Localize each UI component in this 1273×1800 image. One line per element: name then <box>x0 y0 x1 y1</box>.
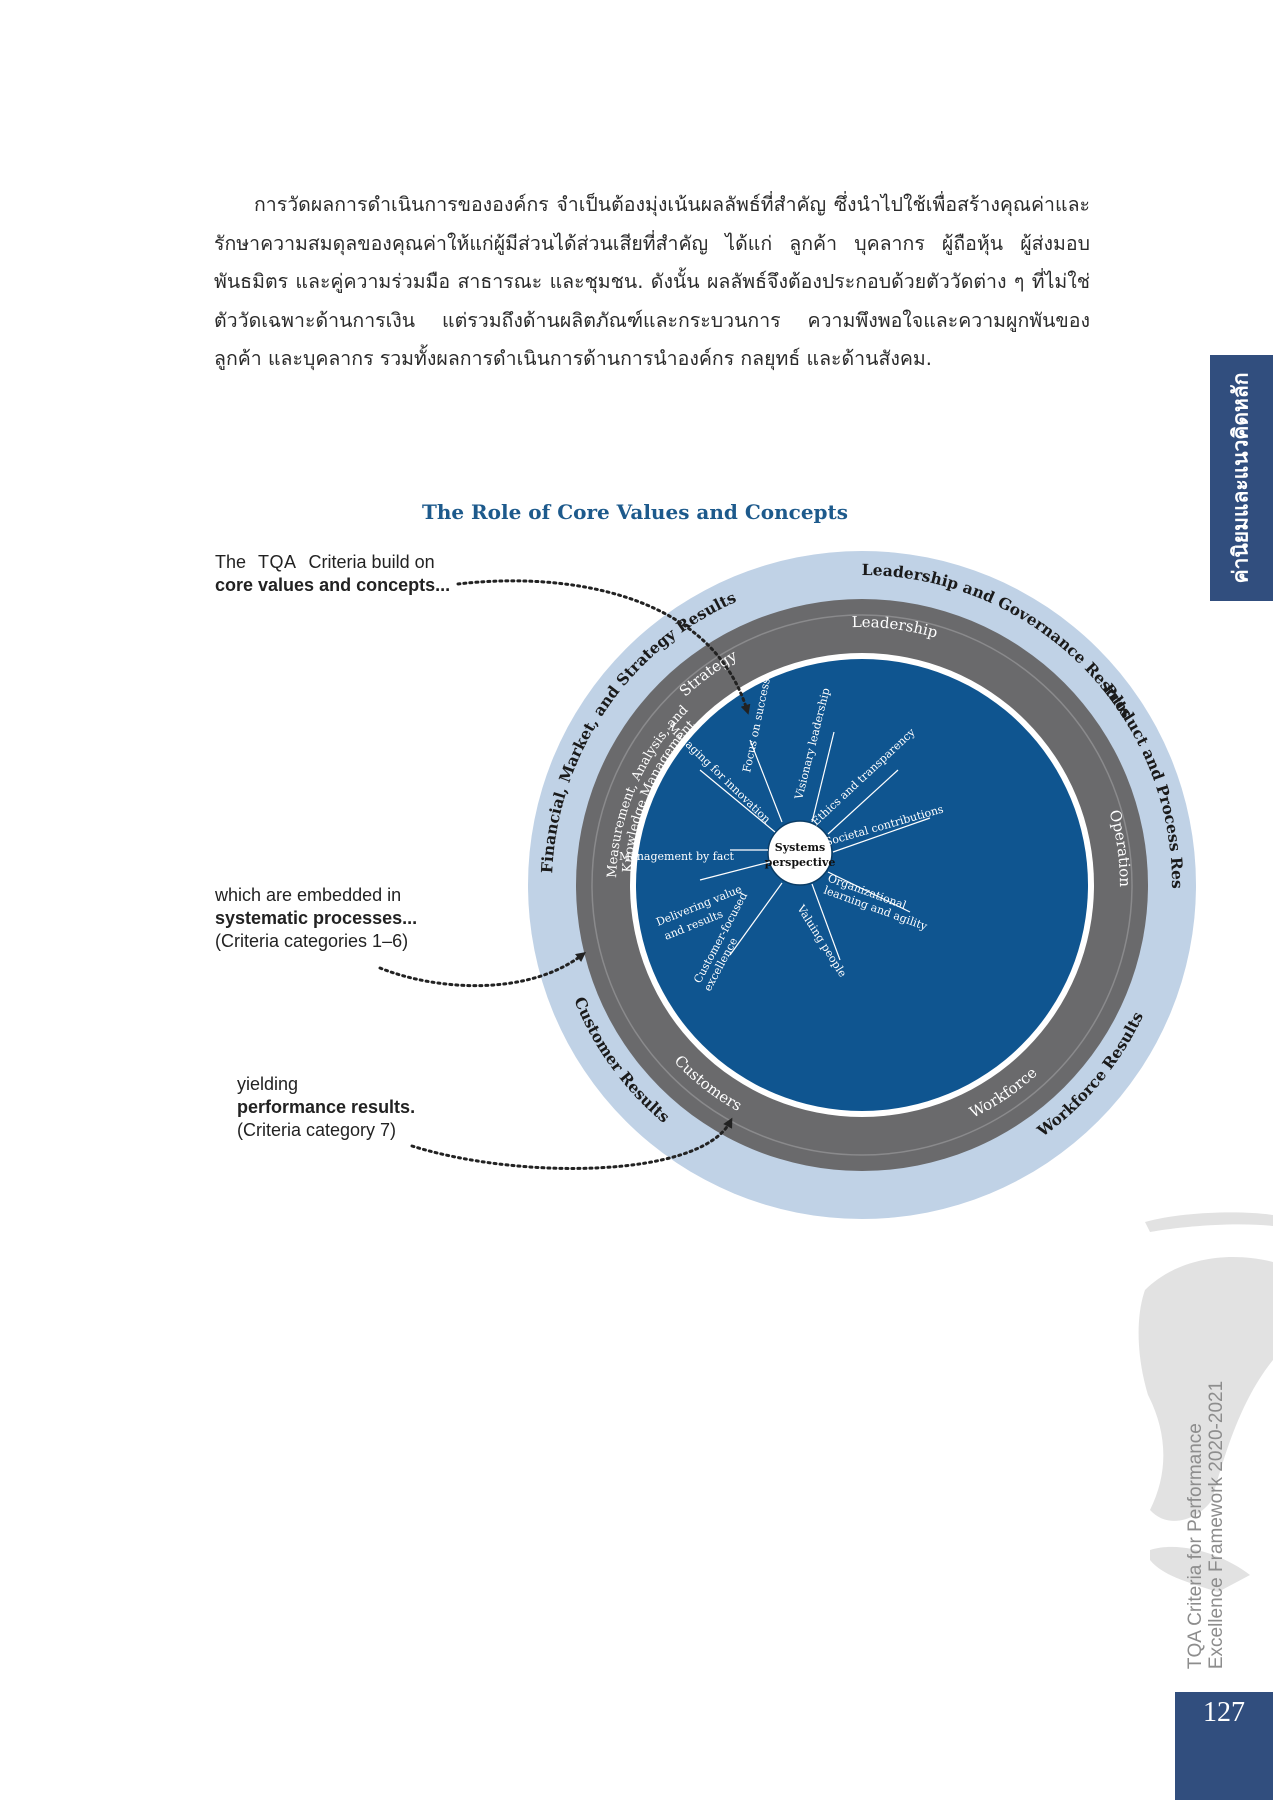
callout-core-values: The TQA Criteria build on core values and … <box>215 551 450 597</box>
core-values-disc <box>636 659 1088 1111</box>
intro-text: การวัดผลการดำเนินการขององค์กร จำเป็นต้อง… <box>214 193 1090 371</box>
spoke-ethics <box>827 769 899 835</box>
spoke-societal <box>832 817 931 853</box>
callout-1-tqa: TQA <box>258 552 297 572</box>
spoke-delivering <box>699 861 771 881</box>
callout-1-criteria: Criteria build on <box>308 552 435 572</box>
callout-2-line3: (Criteria categories 1–6) <box>215 931 409 951</box>
section-tab <box>1210 355 1273 601</box>
callout-2-line1: which are embedded in <box>215 885 402 905</box>
arrow-core-values <box>456 579 751 715</box>
callout-1-bold: core values and concepts... <box>215 575 451 595</box>
page-number: 127 <box>1203 1697 1245 1728</box>
spoke-visionary <box>811 731 835 823</box>
spoke-learning <box>827 871 911 913</box>
callout-2-bold: systematic processes... <box>215 908 418 928</box>
spoke-focus <box>749 739 783 823</box>
value-management-by-fact: Management by fact <box>619 850 734 863</box>
spoke-innovation <box>699 769 776 833</box>
center-label-1: Systems <box>775 841 825 854</box>
systems-perspective-circle <box>767 820 833 886</box>
spoke-customer <box>729 882 783 956</box>
callout-3-line3: (Criteria category 7) <box>237 1120 397 1140</box>
callout-1-the: The <box>215 552 247 572</box>
figure-title: The Role of Core Values and Concepts <box>421 500 849 524</box>
intro-paragraph: การวัดผลการดำเนินการขององค์กร จำเป็นต้อง… <box>214 186 1090 379</box>
spoke-valuing <box>811 883 841 961</box>
footer-vertical-title: TQA Criteria for Performance Excellence … <box>1185 1381 1227 1669</box>
callout-3-line1: yielding <box>237 1074 299 1094</box>
page-number-box <box>1175 1692 1273 1800</box>
callout-results: yielding performance results. (Criteria … <box>237 1073 415 1142</box>
spokes <box>699 731 931 961</box>
middle-ring-inner-line <box>591 614 1133 1156</box>
arrow-processes <box>378 951 586 988</box>
footer-line-1: TQA Criteria for Performance <box>1185 1423 1206 1670</box>
center-label-2: perspective <box>765 856 836 869</box>
decorative-dotted-map <box>1138 1212 1273 1592</box>
footer-line-2: Excellence Framework 2020-2021 <box>1206 1380 1227 1670</box>
section-tab-label: ค่านิยมและแนวคิดหลัก <box>1228 372 1253 584</box>
callout-3-bold: performance results. <box>237 1097 416 1117</box>
arrow-results <box>410 1117 733 1170</box>
callout-processes: which are embedded in systematic process… <box>215 884 417 953</box>
